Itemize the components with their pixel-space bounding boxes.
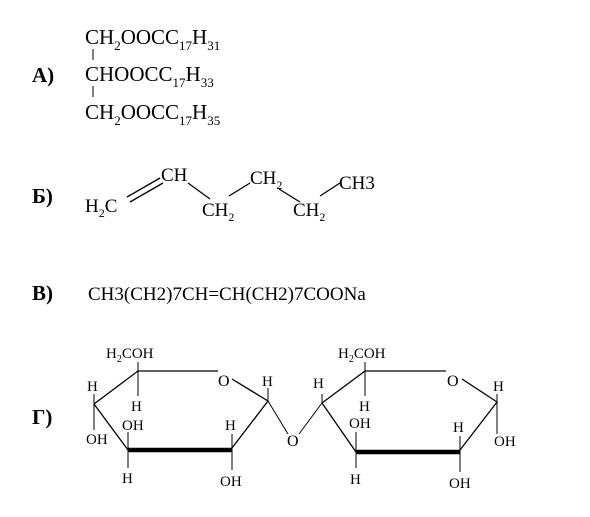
triglyceride-row-2: CHOOCC17H33 <box>85 62 214 90</box>
label-g: Г) <box>32 405 52 429</box>
ring2-h-bottom: H <box>350 472 361 488</box>
ring2-oh-bottom: OH <box>449 476 471 492</box>
oleate-formula: CH3(CH2)7CH=CH(CH2)7COONa <box>88 284 366 305</box>
ring1-h-inner: H <box>131 399 142 415</box>
label-v: В) <box>32 281 53 305</box>
glucose-ring-1 <box>93 362 289 470</box>
label-b: Б) <box>32 184 53 208</box>
triglyceride-row-1: CH2OOCC17H31 <box>85 25 220 53</box>
label-a: А) <box>32 63 54 87</box>
triglyceride-row-3: CH2OOCC17H35 <box>85 100 220 128</box>
glycosidic-oxygen: O <box>287 433 299 450</box>
bond-b-2 <box>228 182 251 197</box>
ring1-oh-left: OH <box>86 432 108 448</box>
hexene-ch2-high: CH2 <box>250 168 282 192</box>
ring2-h-inner: H <box>359 399 370 415</box>
ring2-ch2oh: H2COH <box>338 346 386 365</box>
bond-b-3 <box>278 188 301 203</box>
ring1-oh-bottom: OH <box>220 474 242 490</box>
hexene-ch: CH <box>161 165 188 186</box>
ring2-h-top-right: H <box>493 379 504 395</box>
ring1-ch2oh: H2COH <box>106 346 154 365</box>
glucose-ring-2 <box>321 362 498 472</box>
ring1-o: O <box>218 373 230 390</box>
bond-b-1 <box>187 182 211 200</box>
hexene-h2c: H2C <box>85 196 117 220</box>
ring1-oh-inner: OH <box>122 418 144 434</box>
ring1-h-top-right: H <box>262 374 273 390</box>
double-bond-a <box>126 177 161 198</box>
ring1-h-bottom-inner: H <box>225 418 236 434</box>
ring1-h-left: H <box>87 379 98 395</box>
ring2-o: O <box>447 373 459 390</box>
ring2-h-bottom-inner: H <box>453 420 464 436</box>
hexene-ch2-low-1: CH2 <box>202 200 234 224</box>
bond-b-4 <box>319 182 341 197</box>
double-bond-b <box>129 182 164 203</box>
ring2-oh-right: OH <box>494 434 516 450</box>
ring2-h-top-left: H <box>313 376 324 392</box>
hexene-ch2-low-2: CH2 <box>293 200 325 224</box>
bridge-bond <box>298 402 323 435</box>
ring1-h-bottom: H <box>122 471 133 487</box>
hexene-ch3: CH3 <box>339 173 375 194</box>
ring2-oh-inner: OH <box>349 416 371 432</box>
